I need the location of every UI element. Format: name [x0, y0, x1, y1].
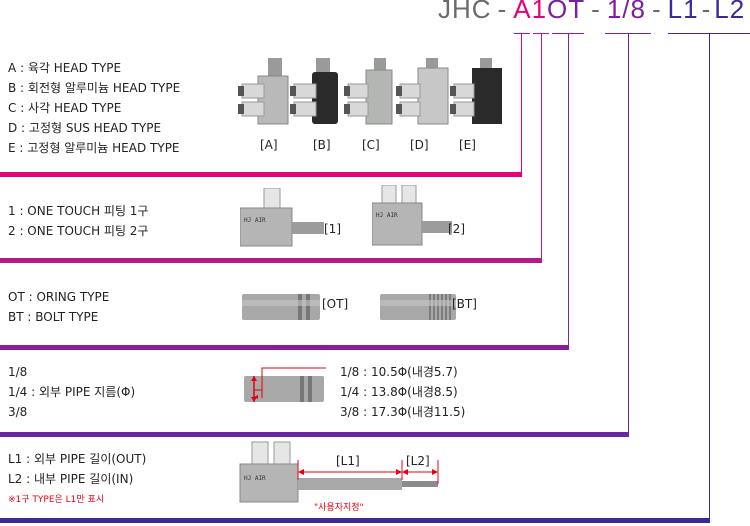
- pipe-size-1-8: 1/8: [8, 365, 28, 379]
- fitting-tag-1: [1]: [324, 222, 341, 236]
- code-sep-1: -: [497, 0, 508, 24]
- divider-fitting: [0, 258, 542, 263]
- head-tag-c: [C]: [362, 138, 380, 152]
- fitting-type-1: 1 : ONE TOUCH 피팅 1구: [8, 204, 149, 218]
- length-l2: L2 : 내부 PIPE 길이(IN): [8, 472, 134, 486]
- fitting-tag-2: [2]: [448, 222, 465, 236]
- code-fitting: 1: [531, 0, 548, 24]
- leader-size: [628, 33, 629, 435]
- leader-a-top: [514, 33, 530, 34]
- length-l1: L1 : 외부 PIPE 길이(OUT): [8, 452, 147, 466]
- head-image-b: [290, 58, 338, 124]
- divider-head: [0, 172, 522, 177]
- head-image-c: [344, 58, 393, 125]
- fitting-type-list: 1 : ONE TOUCH 피팅 1구 2 : ONE TOUCH 피팅 2구: [8, 201, 148, 241]
- svg-text:HJ AIR: HJ AIR: [244, 475, 266, 482]
- code-end: OT: [547, 0, 586, 24]
- head-type-b: B : 회전형 알루미늄 HEAD TYPE: [8, 81, 181, 95]
- code-sep-3: -: [651, 0, 662, 24]
- length-tag-l2: [L2]: [406, 454, 430, 468]
- leader-1: [541, 33, 542, 261]
- pipe-spec-1-8: 1/8 : 10.5Φ(내경5.7): [340, 365, 458, 379]
- leader-length: [709, 33, 710, 521]
- head-tag-e: [E]: [459, 138, 476, 152]
- divider-length: [0, 518, 710, 523]
- code-sep-2: -: [591, 0, 601, 24]
- pipe-size-1-4: 1/4 : 외부 PIPE 지름(Φ): [8, 385, 136, 399]
- head-type-e: E : 고정형 알루미늄 HEAD TYPE: [8, 141, 180, 155]
- divider-end: [0, 345, 569, 350]
- end-tag-ot: [OT]: [322, 297, 349, 311]
- head-tag-d: [D]: [410, 138, 429, 152]
- length-note: ※1구 TYPE은 L1만 표시: [8, 495, 105, 505]
- end-type-ot: OT : ORING TYPE: [8, 290, 110, 304]
- end-tag-bt: [BT]: [452, 297, 477, 311]
- head-type-c: C : 사각 HEAD TYPE: [8, 101, 122, 115]
- code-head: A: [513, 0, 532, 24]
- code-size: 1/8: [606, 0, 646, 24]
- pipe-spec-1-4: 1/4 : 13.8Φ(내경8.5): [340, 385, 458, 399]
- end-type-list: OT : ORING TYPE BT : BOLT TYPE: [8, 287, 109, 327]
- pipe-size-image: [244, 367, 326, 402]
- code-l2: L2: [714, 0, 746, 24]
- code-l1: L1: [667, 0, 699, 24]
- head-type-d: D : 고정형 SUS HEAD TYPE: [8, 121, 162, 135]
- head-type-a: A : 육각 HEAD TYPE: [8, 61, 122, 75]
- model-code: JHC-A1OT-1/8-L1-L2: [438, 0, 745, 25]
- fitting-image-1: HJ AIR: [240, 188, 324, 247]
- svg-text:HJ AIR: HJ AIR: [376, 212, 398, 219]
- head-image-a: [238, 58, 289, 125]
- head-image-e: [450, 58, 502, 124]
- head-type-list: A : 육각 HEAD TYPE B : 회전형 알루미늄 HEAD TYPE …: [8, 58, 180, 158]
- head-tag-a: [A]: [260, 138, 278, 152]
- head-image-d: [396, 58, 449, 125]
- fitting-image-2: HJ AIR: [372, 185, 452, 246]
- length-image: HJ AIR: [239, 441, 439, 503]
- code-sep-4: -: [701, 0, 712, 24]
- length-list: L1 : 외부 PIPE 길이(OUT) L2 : 내부 PIPE 길이(IN)…: [8, 449, 146, 511]
- pipe-size-list: 1/8 1/4 : 외부 PIPE 지름(Φ) 3/8: [8, 362, 135, 422]
- pipe-spec-list: 1/8 : 10.5Φ(내경5.7) 1/4 : 13.8Φ(내경8.5) 3/…: [340, 362, 465, 422]
- svg-text:HJ AIR: HJ AIR: [244, 217, 266, 224]
- head-tag-b: [B]: [313, 138, 331, 152]
- length-tag-l1: [L1]: [336, 454, 360, 468]
- end-type-bt: BT : BOLT TYPE: [8, 310, 99, 324]
- length-caption: "사용자지정": [314, 503, 364, 513]
- divider-size: [0, 432, 629, 437]
- fitting-type-2: 2 : ONE TOUCH 피팅 2구: [8, 224, 149, 238]
- pipe-spec-3-8: 3/8 : 17.3Φ(내경11.5): [340, 405, 466, 419]
- end-image-bt: [380, 294, 456, 320]
- code-prefix: JHC: [438, 0, 492, 24]
- leader-ot: [568, 33, 569, 348]
- end-image-ot: [242, 294, 320, 320]
- leader-a: [521, 33, 522, 176]
- pipe-size-3-8: 3/8: [8, 405, 28, 419]
